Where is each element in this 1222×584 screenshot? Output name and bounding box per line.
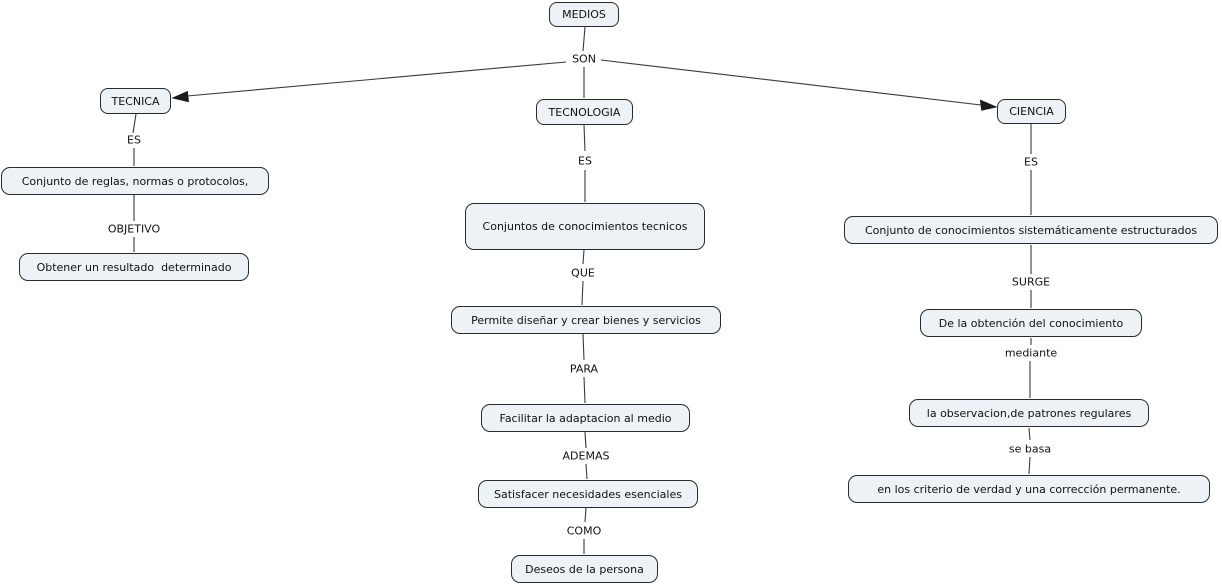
node-conjunto-reglas[interactable]: Conjunto de reglas, normas o protocolos, xyxy=(1,167,269,195)
connector-line xyxy=(583,376,586,404)
link-es-tecnica[interactable]: ES xyxy=(127,133,141,147)
link-que[interactable]: QUE xyxy=(571,266,595,280)
node-observacion-patrones[interactable]: la observacion,de patrones regulares xyxy=(909,399,1149,427)
connector-line xyxy=(582,333,585,361)
link-ademas[interactable]: ADEMAS xyxy=(562,449,610,463)
arrowhead-ciencia xyxy=(979,99,998,111)
connector-line xyxy=(600,59,982,106)
node-facilitar-adaptacion[interactable]: Facilitar la adaptacion al medio xyxy=(481,404,690,432)
node-tecnica[interactable]: TECNICA xyxy=(100,88,171,114)
node-conocimientos-estructurados[interactable]: Conjunto de conocimientos sistemáticamen… xyxy=(844,216,1218,244)
link-es-tecnologia[interactable]: ES xyxy=(578,154,592,168)
link-es-ciencia[interactable]: ES xyxy=(1024,155,1038,169)
connector-line xyxy=(1028,456,1031,475)
connector-line xyxy=(584,431,587,449)
node-permite-disenar[interactable]: Permite diseñar y crear bienes y servici… xyxy=(451,306,721,334)
connector-line xyxy=(132,113,137,134)
connector-line xyxy=(584,507,587,523)
link-mediante[interactable]: mediante xyxy=(1004,346,1058,360)
connector-line xyxy=(1028,427,1031,441)
connector-line xyxy=(581,280,584,306)
node-medios[interactable]: MEDIOS xyxy=(549,2,619,27)
link-para[interactable]: PARA xyxy=(569,362,599,376)
node-tecnologia[interactable]: TECNOLOGIA xyxy=(536,99,633,125)
link-como[interactable]: COMO xyxy=(566,524,602,538)
node-obtener-resultado[interactable]: Obtener un resultado determinado xyxy=(19,253,249,281)
connector-line xyxy=(582,249,585,265)
connector-line xyxy=(585,463,588,480)
link-se-basa[interactable]: se basa xyxy=(1008,442,1052,456)
arrowhead-tecnica xyxy=(171,90,189,103)
link-surge[interactable]: SURGE xyxy=(1011,275,1051,289)
link-son[interactable]: SON xyxy=(572,52,596,66)
node-conjuntos-conocimientos-tecnicos[interactable]: Conjuntos de conocimientos tecnicos xyxy=(465,203,705,250)
connector-line xyxy=(583,124,586,152)
connector-line xyxy=(186,61,567,97)
node-criterio-verdad[interactable]: en los criterio de verdad y una correcci… xyxy=(848,475,1210,503)
connector-line xyxy=(582,26,586,52)
node-deseos-persona[interactable]: Deseos de la persona xyxy=(511,555,658,583)
node-ciencia[interactable]: CIENCIA xyxy=(997,99,1066,124)
link-objetivo[interactable]: OBJETIVO xyxy=(107,222,161,236)
node-obtencion-conocimiento[interactable]: De la obtención del conocimiento xyxy=(920,309,1142,337)
node-satisfacer-necesidades[interactable]: Satisfacer necesidades esenciales xyxy=(478,480,698,508)
